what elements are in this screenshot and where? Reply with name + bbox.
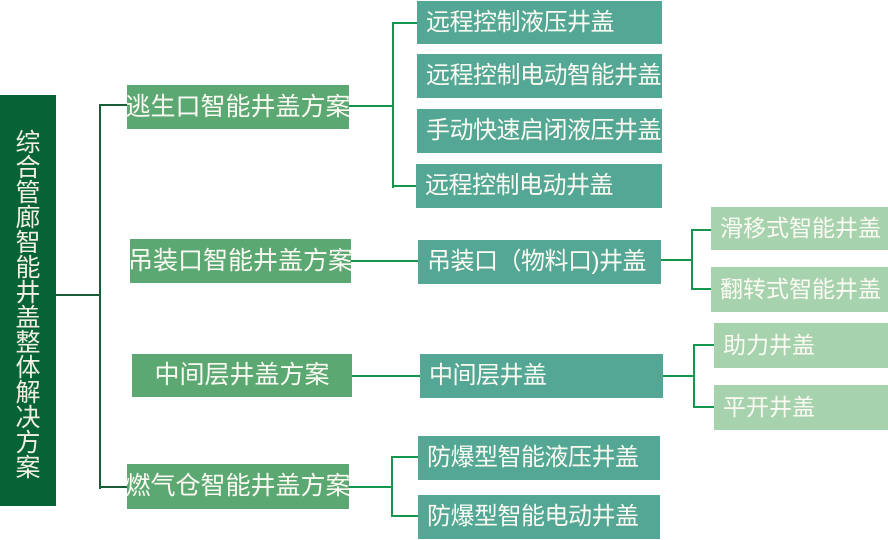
connector-material-child1: [691, 229, 711, 231]
connector-middlecover-child2: [693, 406, 714, 408]
connector-escape-out: [349, 105, 394, 107]
connector-middlecover-child1: [693, 344, 714, 346]
node-manual-quick-hydraulic-cover: 手动快速启闭液压井盖: [417, 109, 662, 153]
node-sliding-smart-cover: 滑移式智能井盖: [711, 207, 888, 250]
connector-gas-vertical: [391, 456, 393, 517]
node-gas-compartment-solution: 燃气仓智能井盖方案: [126, 464, 351, 509]
node-hoisting-port-solution: 吊装口智能井盖方案: [128, 239, 353, 283]
connector-middle-to-child: [352, 375, 420, 377]
node-flip-smart-cover: 翻转式智能井盖: [711, 267, 888, 312]
connector-escape-vertical: [392, 22, 394, 188]
node-middle-layer-cover: 中间层井盖: [420, 354, 663, 398]
connector-hoisting-to-child: [351, 260, 418, 262]
node-root-label: 综合管廊智能井盖整体解决方案: [15, 128, 41, 482]
connector-material-out: [661, 259, 693, 261]
connector-middlecover-out: [663, 375, 695, 377]
connector-escape-child1: [392, 22, 417, 24]
node-root: 综合管廊智能井盖整体解决方案: [0, 95, 56, 506]
node-assisted-cover: 助力井盖: [714, 323, 888, 368]
connector-gas-out: [349, 486, 392, 488]
node-remote-electric-cover: 远程控制电动井盖: [416, 164, 662, 208]
node-remote-hydraulic-cover: 远程控制液压井盖: [417, 1, 662, 44]
connector-gas-child1: [391, 456, 418, 458]
node-explosionproof-hydraulic-cover: 防爆型智能液压井盖: [418, 436, 660, 480]
connector-gas-child2: [391, 515, 418, 517]
connector-material-vertical: [691, 229, 693, 290]
connector-escape-child4: [392, 185, 416, 187]
connector-middlecover-vertical: [693, 344, 695, 408]
node-explosionproof-electric-cover: 防爆型智能电动井盖: [418, 495, 660, 539]
node-remote-electric-smart-cover: 远程控制电动智能井盖: [417, 54, 662, 98]
node-middle-layer-solution: 中间层井盖方案: [132, 354, 352, 397]
connector-material-child2: [691, 288, 711, 290]
connector-trunk-vertical: [99, 104, 101, 489]
connector-trunk-to-escape: [99, 104, 127, 106]
connector-root-out: [56, 294, 101, 296]
node-escape-exit-solution: 逃生口智能井盖方案: [126, 85, 351, 129]
node-side-hinged-cover: 平开井盖: [714, 385, 888, 430]
connector-trunk-to-gas: [99, 486, 127, 488]
node-hoisting-material-port-cover: 吊装口（物料口)井盖: [418, 240, 661, 284]
